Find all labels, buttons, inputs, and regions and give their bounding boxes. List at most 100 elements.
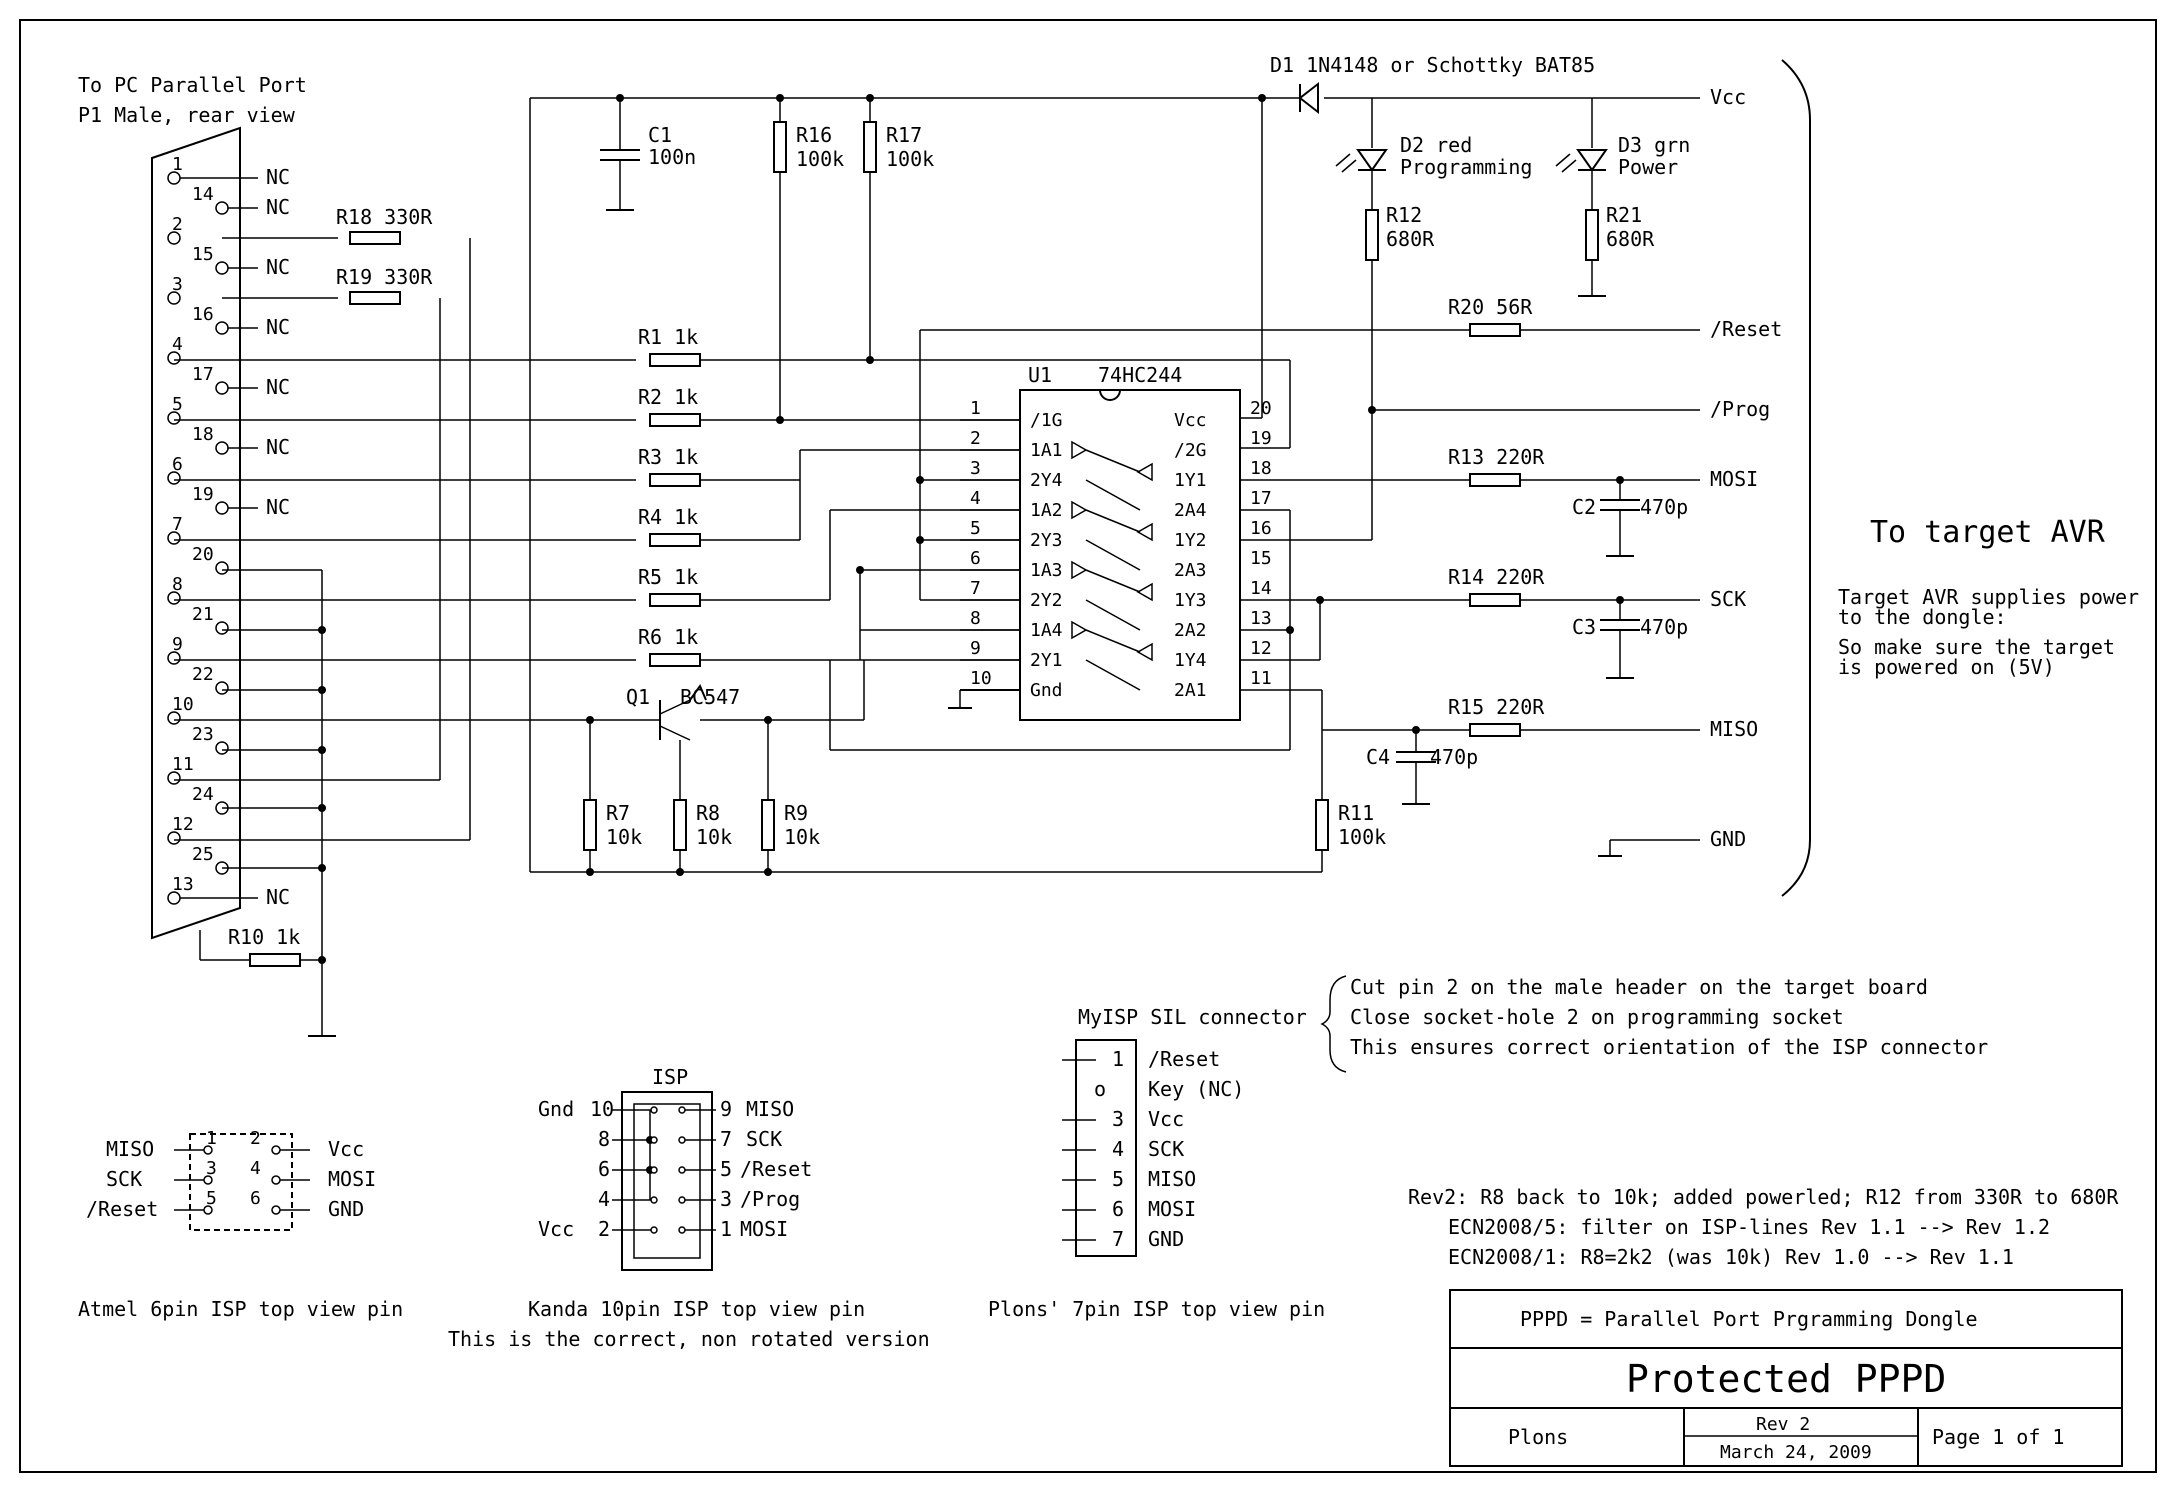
myisp-sil-connector: [1062, 1039, 1137, 1257]
ic-right-pin-label: 2A4: [1174, 500, 1207, 521]
myisp-pin-6-num: 6: [1112, 1197, 1124, 1221]
ic-right-pin-number: 18: [1250, 458, 1272, 479]
target-heading: To target AVR: [1870, 515, 2106, 550]
r21-name: R21: [1606, 203, 1642, 227]
atmel-pin-1: 1: [206, 1128, 217, 1149]
kanda-right-num-3: 3: [720, 1187, 732, 1211]
r10-label: R10 1k: [228, 925, 300, 949]
kanda-10pin-connector: [612, 1091, 716, 1271]
r11-name: R11: [1338, 801, 1374, 825]
r15-label: R15 220R: [1448, 695, 1545, 719]
myisp-pin-4-label: SCK: [1148, 1137, 1184, 1161]
atmel-right-vcc: Vcc: [328, 1137, 364, 1161]
p1-pin-20-marker: [215, 561, 229, 575]
kanda-left-label-gnd: Gnd: [538, 1097, 574, 1121]
q1-type: BC547: [680, 685, 740, 709]
myisp-pin-3-label: Vcc: [1148, 1107, 1184, 1131]
revision-1: Rev2: R8 back to 10k; added powerled; R1…: [1408, 1185, 2119, 1209]
r13-label: R13 220R: [1448, 445, 1545, 469]
p1-title-line1: To PC Parallel Port: [78, 73, 307, 97]
r1-label: R1 1k: [638, 325, 698, 349]
ic-right-pin-number: 14: [1250, 578, 1272, 599]
p1-pin-number: 10: [172, 694, 194, 715]
ic-left-pin-label: 2Y4: [1030, 470, 1063, 491]
p1-pin-number: 23: [192, 724, 214, 745]
atmel-pin-2: 2: [250, 1128, 261, 1149]
p1-pin-label: NC: [266, 885, 290, 909]
myisp-pin-5-num: 5: [1112, 1167, 1124, 1191]
r16-name: R16: [796, 123, 832, 147]
ic-right-pin-label: 1Y3: [1174, 590, 1207, 611]
r3-label: R3 1k: [638, 445, 698, 469]
q1-name: Q1: [626, 685, 650, 709]
p1-pin-label: NC: [266, 315, 290, 339]
atmel-left-miso: MISO: [106, 1137, 154, 1161]
kanda-left-num-10: 10: [590, 1097, 614, 1121]
r12-name: R12: [1386, 203, 1422, 227]
c4-name: C4: [1366, 745, 1390, 769]
drawing-frame: [19, 19, 2157, 1473]
p1-pin-number: 11: [172, 754, 194, 775]
atmel-left-reset: /Reset: [86, 1197, 158, 1221]
ic-right-pin-number: 11: [1250, 668, 1272, 689]
kanda-caption-1: Kanda 10pin ISP top view pin: [528, 1297, 865, 1321]
ic-left-pin-number: 6: [970, 548, 981, 569]
p1-pin-number: 24: [192, 784, 214, 805]
ic-left-pin-number: 10: [970, 668, 992, 689]
p1-pin-number: 3: [172, 274, 183, 295]
myisp-pin-3-num: 3: [1112, 1107, 1124, 1131]
p1-pin-number: 5: [172, 394, 183, 415]
p1-pin-10-marker: [167, 711, 181, 725]
net-miso: MISO: [1710, 717, 1758, 741]
p1-pin-15-marker: [215, 261, 229, 275]
p1-pin-11-marker: [167, 771, 181, 785]
p1-pin-number: 12: [172, 814, 194, 835]
ic-right-pin-label: 1Y2: [1174, 530, 1207, 551]
p1-pin-number: 8: [172, 574, 183, 595]
kanda-right-label-mosi: MOSI: [740, 1217, 788, 1241]
r6-label: R6 1k: [638, 625, 698, 649]
p1-pin-label: NC: [266, 165, 290, 189]
d2-label-1: D2 red: [1400, 133, 1472, 157]
c2-name: C2: [1572, 495, 1596, 519]
p1-pin-number: 14: [192, 184, 214, 205]
kanda-right-num-9: 9: [720, 1097, 732, 1121]
title-block-author: Plons: [1508, 1425, 1568, 1449]
p1-pin-12-marker: [167, 831, 181, 845]
ic-name: U1: [1028, 363, 1052, 387]
myisp-pin-2-num: o: [1094, 1077, 1106, 1101]
kanda-title: ISP: [652, 1065, 688, 1089]
r9-value: 10k: [784, 825, 820, 849]
kanda-right-label-miso: MISO: [746, 1097, 794, 1121]
output-filters: [1396, 473, 1700, 857]
r17-name: R17: [886, 123, 922, 147]
atmel-pin-4: 4: [250, 1158, 261, 1179]
d2-label-2: Programming: [1400, 155, 1532, 179]
title-block-page: Page 1 of 1: [1932, 1425, 2064, 1449]
r16-value: 100k: [796, 147, 844, 171]
p1-pin-number: 19: [192, 484, 214, 505]
p1-pin-number: 21: [192, 604, 214, 625]
ic-left-pin-label: 2Y2: [1030, 590, 1063, 611]
myisp-note-1: Cut pin 2 on the male header on the targ…: [1350, 975, 1928, 999]
atmel-pin-6: 6: [250, 1188, 261, 1209]
ic-left-pin-label: 1A2: [1030, 500, 1063, 521]
p1-title-line2: P1 Male, rear view: [78, 103, 296, 127]
ic-right-pin-label: 2A1: [1174, 680, 1207, 701]
p1-pin-number: 9: [172, 634, 183, 655]
d1-label: D1 1N4148 or Schottky BAT85: [1270, 53, 1595, 77]
r20-label: R20 56R: [1448, 295, 1533, 319]
ic-right-pin-number: 13: [1250, 608, 1272, 629]
title-block-title: Protected PPPD: [1626, 1357, 1946, 1401]
ic-right-pin-label: 2A2: [1174, 620, 1207, 641]
p1-pin-label: NC: [266, 255, 290, 279]
kanda-right-label-sck: SCK: [746, 1127, 782, 1151]
p1-pin-label: NC: [266, 435, 290, 459]
ic-left-pin-label: /1G: [1030, 410, 1063, 431]
p1-pin-label: NC: [266, 495, 290, 519]
ic-right-pin-number: 15: [1250, 548, 1272, 569]
kanda-right-num-1: 1: [720, 1217, 732, 1241]
r11-value: 100k: [1338, 825, 1386, 849]
r4-label: R4 1k: [638, 505, 698, 529]
